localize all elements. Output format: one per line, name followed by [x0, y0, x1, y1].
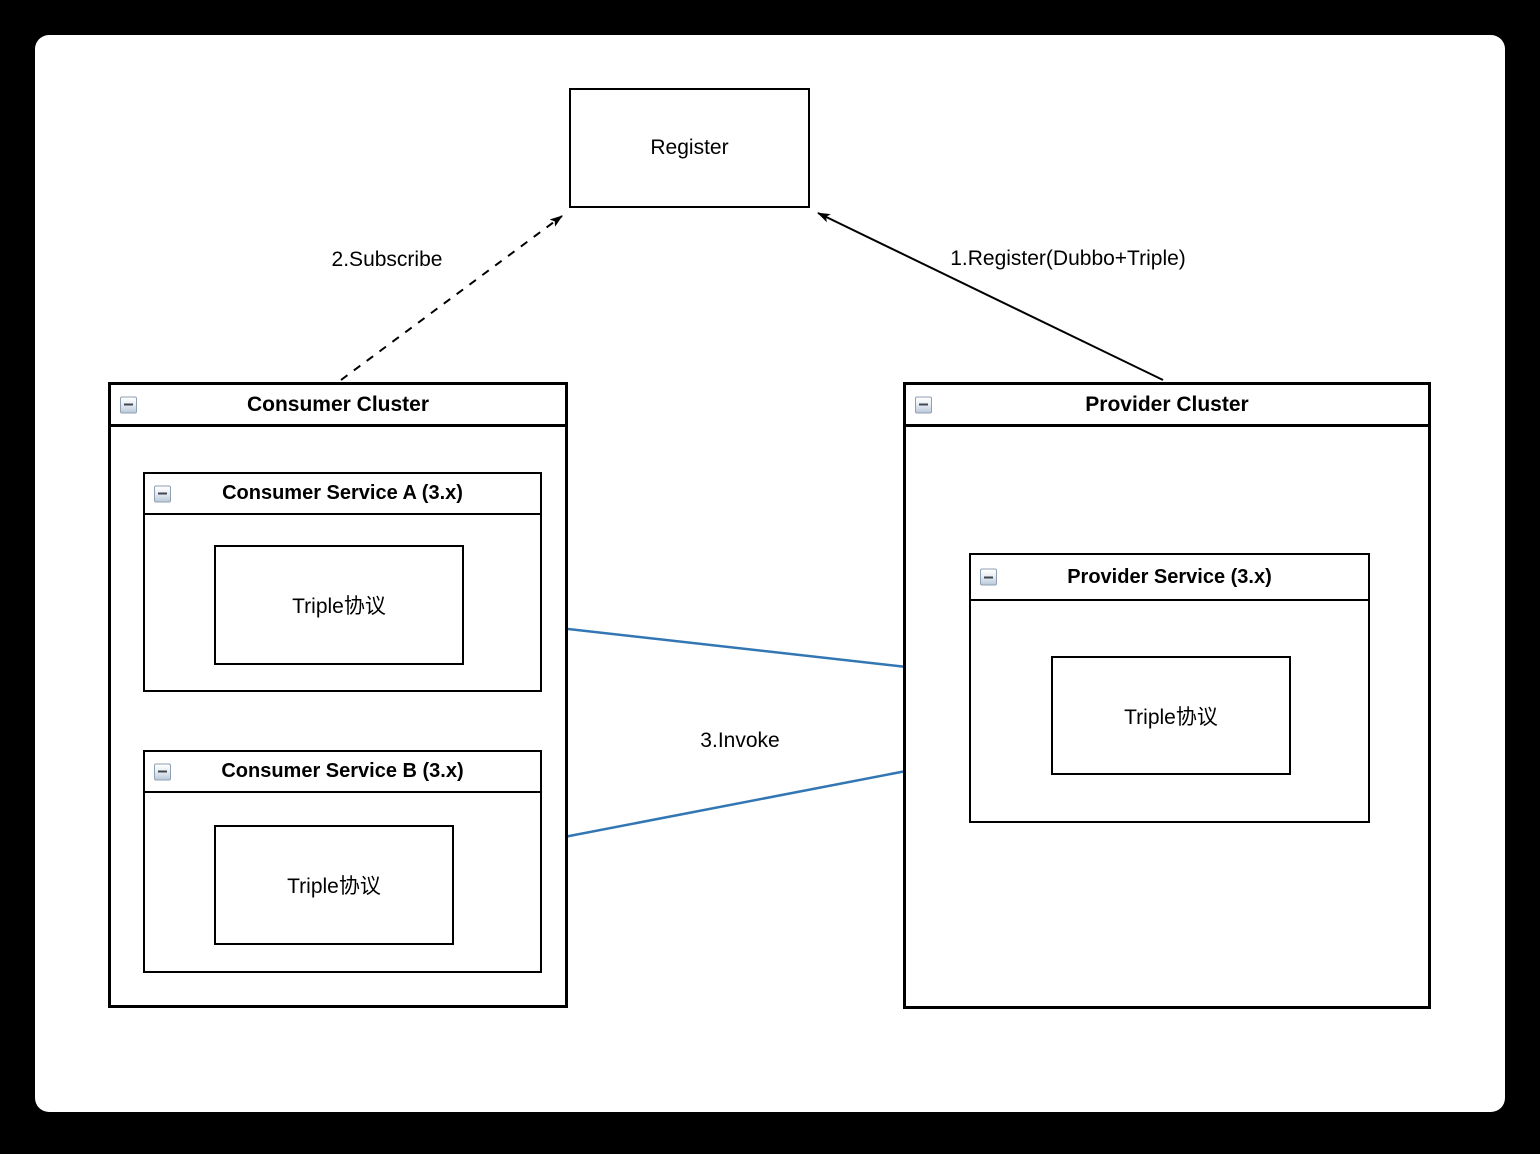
provider-cluster-title: Provider Cluster — [1085, 392, 1249, 416]
triple-protocol-label: Triple协议 — [1124, 705, 1218, 729]
consumer-service-a-header: Consumer Service A (3.x) — [145, 474, 540, 515]
consumer-service-b: Consumer Service B (3.x) Triple协议 — [143, 750, 542, 973]
invoke-edge-label: 3.Invoke — [700, 729, 780, 752]
provider-service-header: Provider Service (3.x) — [971, 555, 1368, 601]
triple-protocol-node-a: Triple协议 — [214, 545, 464, 665]
subscribe-edge-label: 2.Subscribe — [331, 248, 443, 271]
triple-protocol-node-b: Triple协议 — [214, 825, 454, 945]
register-label: Register — [650, 136, 729, 159]
provider-cluster-header: Provider Cluster — [906, 385, 1428, 427]
consumer-cluster: Consumer Cluster Consumer Service A (3.x… — [108, 382, 568, 1008]
minus-icon[interactable] — [120, 396, 137, 413]
provider-service: Provider Service (3.x) Triple协议 — [969, 553, 1370, 823]
provider-cluster: Provider Cluster Provider Service (3.x) … — [903, 382, 1431, 1009]
consumer-cluster-header: Consumer Cluster — [111, 385, 565, 427]
minus-icon[interactable] — [154, 485, 171, 502]
consumer-service-a-title: Consumer Service A (3.x) — [222, 482, 463, 504]
triple-protocol-label: Triple协议 — [292, 595, 386, 618]
register-node: Register — [569, 88, 810, 208]
consumer-cluster-title: Consumer Cluster — [246, 392, 430, 416]
triple-protocol-node-provider: Triple协议 — [1051, 656, 1291, 775]
triple-protocol-label: Triple协议 — [287, 875, 381, 898]
consumer-service-a: Consumer Service A (3.x) Triple协议 — [143, 472, 542, 692]
minus-icon[interactable] — [154, 763, 171, 780]
provider-service-title: Provider Service (3.x) — [1067, 565, 1272, 588]
register-edge-label: 1.Register(Dubbo+Triple) — [950, 247, 1186, 270]
minus-icon[interactable] — [915, 396, 932, 413]
consumer-service-b-header: Consumer Service B (3.x) — [145, 752, 540, 793]
consumer-service-b-title: Consumer Service B (3.x) — [221, 760, 464, 782]
minus-icon[interactable] — [980, 568, 997, 586]
